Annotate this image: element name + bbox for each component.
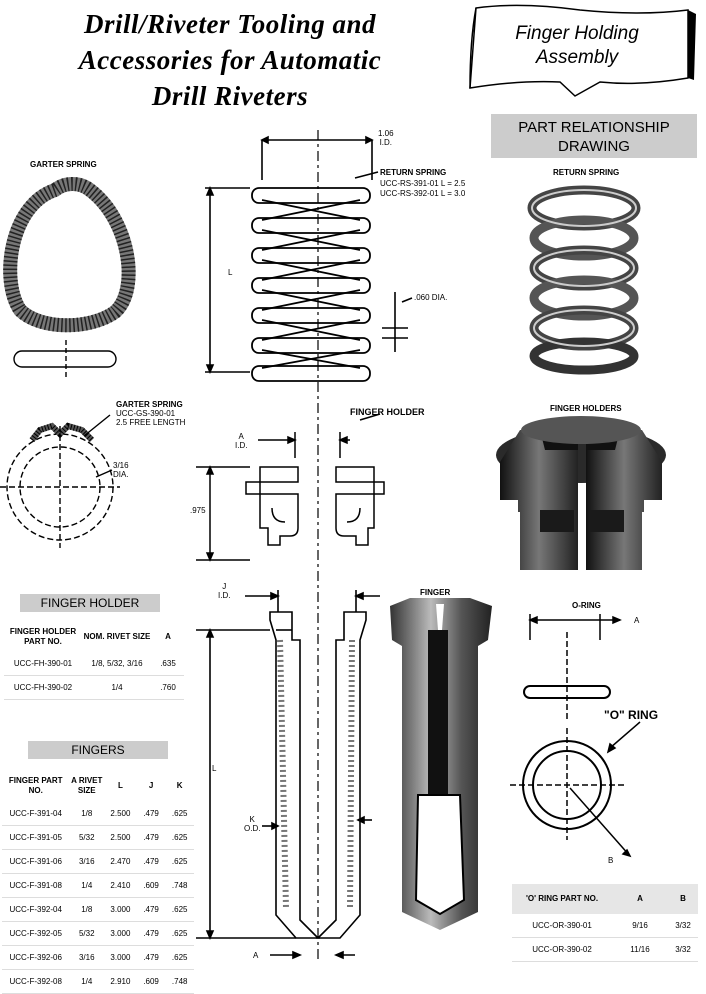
garter-spring-label: GARTER SPRING <box>30 160 97 169</box>
spring-length-dim: L <box>228 268 233 277</box>
o-ring-label: O-RING <box>572 601 601 610</box>
return-spring-photo <box>527 185 641 375</box>
o-ring-drawing <box>510 614 641 858</box>
fingers-table: FINGER PART NO. A RIVET SIZE L J K UCC-F… <box>2 770 194 994</box>
finger-photo-label: FINGER <box>420 588 451 597</box>
return-spring-spec-1: UCC-RS-391-01 L = 2.5 <box>380 179 466 188</box>
garter-spring-spec-length: 2.5 FREE LENGTH <box>116 418 186 427</box>
col-header: K <box>176 781 183 790</box>
garter-spring-photo <box>3 177 136 333</box>
banner-title: Finger Holding Assembly <box>515 23 639 68</box>
fingers-table-heading: FINGERS <box>28 741 168 759</box>
o-ring-b-dim: B <box>608 856 614 865</box>
finger-id-dim: J I.D. <box>218 582 231 600</box>
o-ring-big-label: "O" RING <box>604 708 659 722</box>
col-header: J <box>148 781 154 790</box>
table-row: UCC-OR-390-01 9/16 3/32 <box>512 914 698 938</box>
holder-id-dim: A I.D. <box>235 432 248 450</box>
finger-holder-table-heading: FINGER HOLDER <box>20 594 160 612</box>
garter-spring-side-view <box>13 340 117 380</box>
wire-dia-dim: .060 DIA. <box>414 293 448 302</box>
garter-spring-spec-title: GARTER SPRING <box>116 400 183 409</box>
col-header: L <box>118 781 123 790</box>
table-row: UCC-FH-390-01 1/8, 5/32, 3/16 .635 <box>4 652 184 676</box>
col-header: FINGER HOLDER PART NO. <box>9 627 77 646</box>
garter-spring-ring-view <box>0 414 120 548</box>
finger-holder-drawing-label: FINGER HOLDER <box>350 407 425 417</box>
return-spring-drawing <box>205 135 413 382</box>
finger-section-drawing <box>196 590 380 960</box>
garter-spring-dia-dim: 3/16 DIA. <box>113 461 129 479</box>
finger-tip-dim: A <box>253 951 259 960</box>
finger-holder-table: FINGER HOLDER PART NO. NOM. RIVET SIZE A… <box>4 622 184 700</box>
finger-photo <box>390 598 492 930</box>
spring-id-dim: 1.06 I.D. <box>378 129 394 147</box>
technical-drawing <box>0 130 666 960</box>
table-row: UCC-FH-390-02 1/4 .760 <box>4 675 184 700</box>
col-header: A <box>165 632 171 641</box>
part-relationship-header: PART RELATIONSHIP DRAWING <box>491 114 697 158</box>
page-title: Drill/Riveter Tooling and Accessories fo… <box>78 9 382 111</box>
col-header: NOM. RIVET SIZE <box>83 632 151 641</box>
o-ring-table: 'O' RING PART NO. A B UCC-OR-390-01 9/16… <box>512 884 698 962</box>
return-spring-photo-label: RETURN SPRING <box>553 168 620 177</box>
table-row: UCC-OR-390-02 11/16 3/32 <box>512 937 698 962</box>
col-header: FINGER PART NO. <box>8 776 63 795</box>
finger-holders-photo <box>496 416 666 570</box>
col-header: A <box>637 894 643 903</box>
holder-height-dim: .975 <box>190 506 206 515</box>
finger-length-dim: L <box>212 764 217 773</box>
o-ring-a-dim: A <box>634 616 640 625</box>
col-header: B <box>680 894 686 903</box>
finger-od-dim: K O.D. <box>244 815 261 833</box>
col-header: 'O' RING PART NO. <box>525 894 599 903</box>
return-spring-spec-2: UCC-RS-392-01 L = 3.0 <box>380 189 466 198</box>
return-spring-spec-title: RETURN SPRING <box>380 168 447 177</box>
col-header: A RIVET SIZE <box>71 776 103 795</box>
finger-holder-drawing <box>196 413 385 562</box>
garter-spring-spec-part: UCC-GS-390-01 <box>116 409 176 418</box>
finger-holders-photo-label: FINGER HOLDERS <box>550 404 622 413</box>
